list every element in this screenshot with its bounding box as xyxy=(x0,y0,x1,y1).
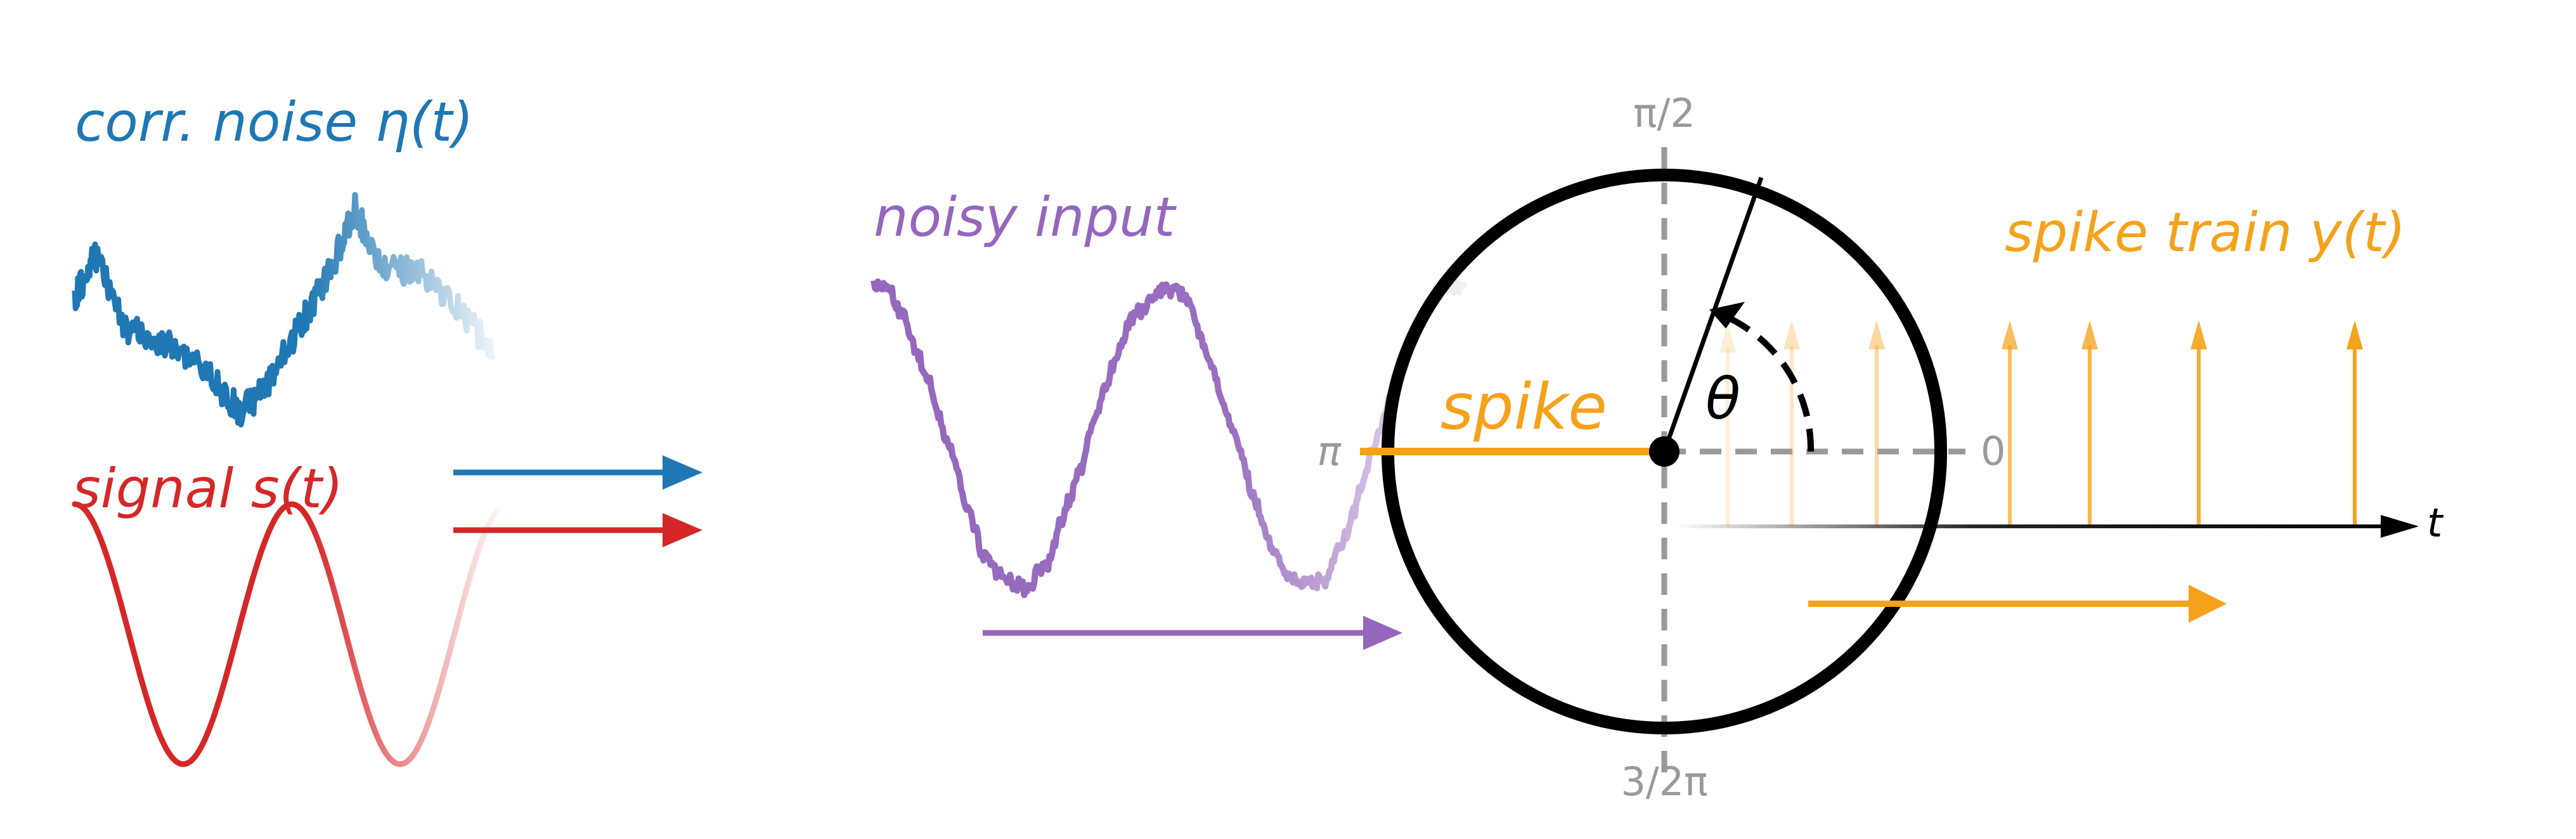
phase-label-right: 0 xyxy=(1981,428,2005,474)
right-arrow-icon xyxy=(663,513,702,547)
right-arrow-icon xyxy=(663,455,702,490)
spike-arrow xyxy=(1783,320,1800,526)
spike-arrow xyxy=(1868,320,1885,526)
spike-arrow xyxy=(2346,320,2363,526)
up-arrow-icon xyxy=(1868,320,1885,349)
noisy-input-label: noisy input xyxy=(874,186,1177,249)
phase-label-left: π xyxy=(1317,428,1342,474)
spike-arrow xyxy=(2191,320,2207,526)
noisy-input-trace xyxy=(871,275,1468,599)
spike-label: spike xyxy=(1440,370,1607,444)
signal-trace xyxy=(72,501,501,767)
up-arrow-icon xyxy=(2081,320,2098,349)
noise-trace xyxy=(72,192,496,427)
theta-arc xyxy=(1719,311,1815,452)
up-arrow-icon xyxy=(2191,320,2207,349)
phase-center-dot xyxy=(1649,436,1680,467)
up-arrow-icon xyxy=(2346,320,2363,349)
right-arrow-icon xyxy=(1363,616,1402,650)
spike-arrow xyxy=(1719,323,1736,526)
output-arrow xyxy=(1808,585,2227,623)
up-arrow-icon xyxy=(2002,320,2018,349)
right-arrow-icon xyxy=(2381,515,2419,538)
up-arrow-icon xyxy=(1783,320,1800,349)
theta-label: θ xyxy=(1705,366,1740,433)
phase-label-bottom: 3/2π xyxy=(1621,758,1707,805)
spike-train xyxy=(1719,320,2363,526)
theta-arrowhead-icon xyxy=(1709,302,1745,328)
spike-arrow xyxy=(2081,320,2098,526)
spike-train-label: spike train y(t) xyxy=(2005,201,2406,264)
signal-label: signal s(t) xyxy=(72,457,343,521)
time-label: t xyxy=(2427,500,2444,546)
input-arrow xyxy=(983,616,1402,650)
up-arrow-icon xyxy=(1719,323,1736,353)
right-arrow-icon xyxy=(2189,585,2227,623)
noise-label: corr. noise η(t) xyxy=(75,91,474,154)
signal-arrow xyxy=(453,513,702,547)
spike-arrow xyxy=(2002,320,2018,526)
phase-radius xyxy=(1662,176,1764,453)
phase-label-top: π/2 xyxy=(1633,90,1695,136)
noise-arrow xyxy=(453,455,702,490)
